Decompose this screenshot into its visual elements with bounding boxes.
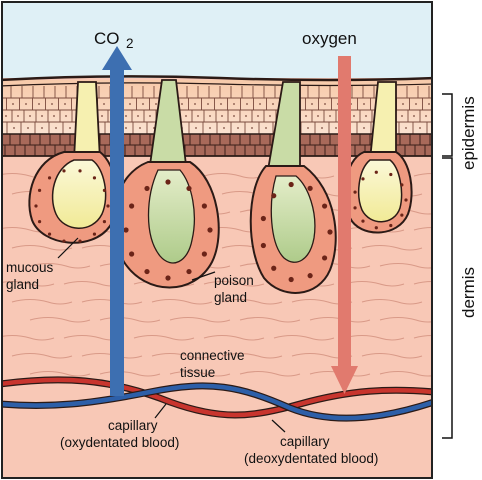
- connective-tissue-label-2: tissue: [180, 365, 215, 380]
- oxygen-label: oxygen: [302, 29, 357, 48]
- oxygen-arrow: [331, 56, 358, 394]
- epidermis-bracket: [442, 93, 453, 157]
- mucous-gland-label: mucous: [6, 260, 54, 275]
- poison-gland-label-2: gland: [214, 290, 247, 305]
- co2-subscript: 2: [126, 36, 134, 51]
- air-region: [2, 2, 432, 80]
- mucous-gland-label-2: gland: [6, 277, 39, 292]
- capillaries: [2, 376, 432, 422]
- poison-gland-right: [249, 165, 337, 294]
- co2-label: CO: [94, 29, 120, 48]
- co2-arrow: [102, 46, 132, 396]
- connective-tissue-label: connective: [180, 348, 245, 363]
- gland-ducts: [73, 79, 397, 171]
- dermis-label: dermis: [459, 267, 478, 318]
- capillary-deoxygenated-label-2: (deoxydentated blood): [244, 451, 378, 466]
- poison-gland-label: poison: [214, 273, 254, 288]
- capillary-oxygenated-label-2: (oxydentated blood): [60, 435, 179, 450]
- dermis-bracket: [442, 157, 453, 439]
- mucous-gland-right: [343, 151, 413, 234]
- poison-gland-left: [112, 161, 220, 289]
- capillary-oxygenated-label: capillary: [108, 418, 158, 433]
- panel-frame: [1, 1, 433, 479]
- capillary-deoxygenated-label: capillary: [280, 434, 330, 449]
- leader-lines: [57, 237, 286, 433]
- mucous-gland-left: [28, 151, 119, 244]
- epidermis-label: epidermis: [459, 96, 478, 170]
